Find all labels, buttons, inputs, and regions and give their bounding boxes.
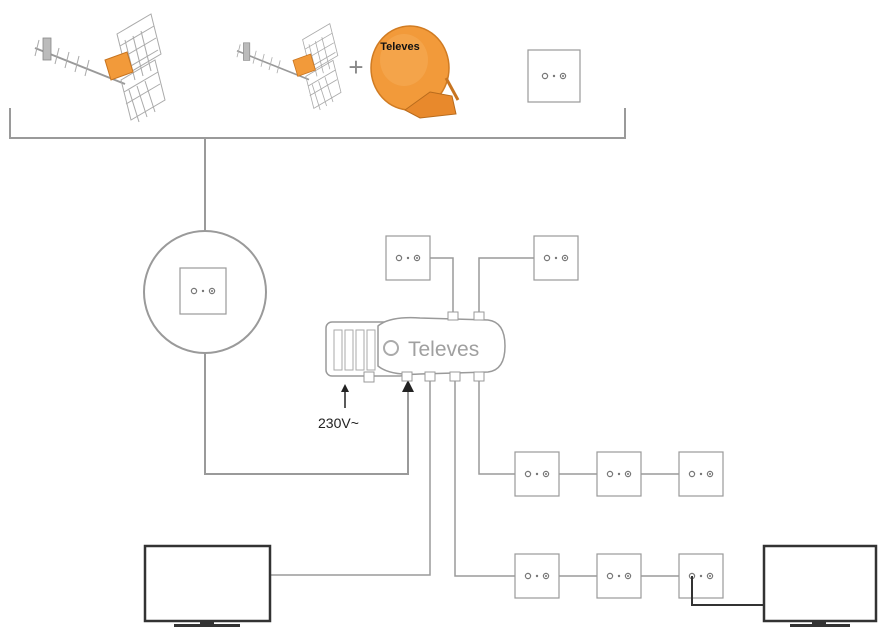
outlet-row1-1 (514, 451, 560, 497)
input-cable (204, 353, 409, 475)
source-group-bracket (9, 108, 626, 232)
satellite-dish: Televes (370, 25, 460, 119)
amplifier: Televes (325, 311, 506, 383)
cable-top-right (478, 257, 534, 312)
power-label: 230V~ (318, 415, 359, 431)
cable-row-1 (478, 381, 515, 475)
outlet-row1-2 (596, 451, 642, 497)
tv-wall-outlet-source (527, 49, 581, 103)
television-right (762, 544, 878, 627)
outlet-top-left (385, 235, 431, 281)
television-left (143, 544, 272, 627)
dish-brand-label: Televes (380, 41, 420, 53)
outlet-row1-3 (678, 451, 724, 497)
cable-to-left-tv (270, 381, 431, 576)
outlet-row2-1 (514, 553, 560, 599)
cable-row-2 (454, 381, 515, 577)
outlet-row2-2 (596, 553, 642, 599)
cable-top-left (430, 257, 454, 312)
power-arrow-head (341, 384, 349, 392)
uhf-antenna-large (34, 13, 166, 123)
amplifier-logo-icon (383, 340, 399, 356)
outlet-top-right (533, 235, 579, 281)
outlet-row2-3 (678, 553, 724, 599)
input-arrow (402, 380, 414, 392)
input-outlet-callout (143, 230, 267, 354)
cable-to-right-tv (691, 576, 764, 606)
uhf-antenna-small (236, 22, 342, 111)
amplifier-brand-label: Televes (408, 338, 479, 361)
plus-sign: + (348, 52, 363, 82)
